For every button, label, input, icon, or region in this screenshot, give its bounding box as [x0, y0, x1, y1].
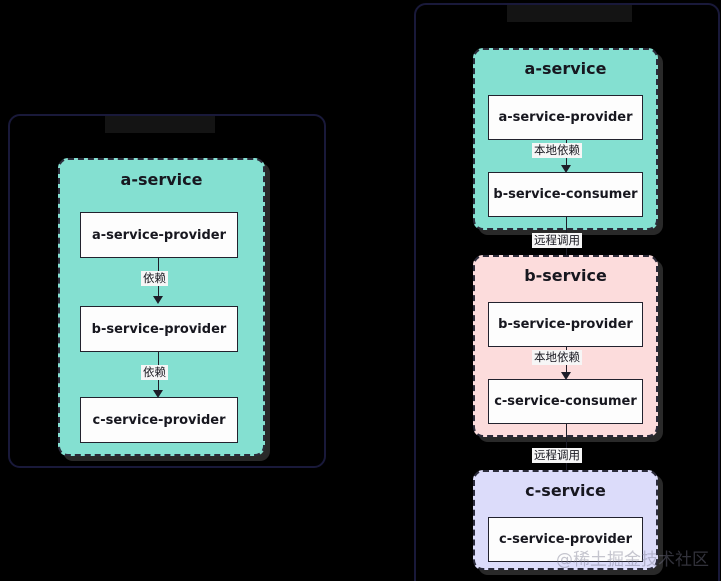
left-component-a-service-provider: a-service-provider	[80, 212, 238, 258]
right-group-c-service-title: c-service	[525, 481, 606, 500]
right-connector-label-b-local: 本地依赖	[532, 350, 582, 365]
left-connector-label-1: 依赖	[141, 271, 168, 286]
left-component-c-service-provider: c-service-provider	[80, 397, 238, 443]
left-component-b-service-provider: b-service-provider	[80, 306, 238, 352]
right-panel-caption	[507, 5, 632, 22]
right-component-a-service-provider: a-service-provider	[488, 95, 643, 140]
right-cross-connector-label-1: 远程调用	[532, 233, 582, 248]
left-group-a-service-title: a-service	[120, 170, 203, 189]
right-connector-arrow-b-local	[561, 372, 571, 380]
right-group-b-service-title: b-service	[524, 266, 607, 285]
right-connector-arrow-a-local	[561, 165, 571, 173]
right-group-a-service-title: a-service	[524, 59, 607, 78]
left-connector-arrow-1	[153, 296, 163, 304]
right-component-b-service-consumer: b-service-consumer	[488, 172, 643, 217]
right-component-b-service-provider: b-service-provider	[488, 302, 643, 347]
right-component-c-service-consumer: c-service-consumer	[488, 379, 643, 424]
right-component-c-service-provider: c-service-provider	[488, 517, 643, 562]
right-cross-connector-label-2: 远程调用	[532, 448, 582, 463]
left-panel-caption	[105, 116, 215, 133]
right-connector-label-a-local: 本地依赖	[532, 143, 582, 158]
left-connector-arrow-2	[153, 390, 163, 398]
left-connector-label-2: 依赖	[141, 365, 168, 380]
